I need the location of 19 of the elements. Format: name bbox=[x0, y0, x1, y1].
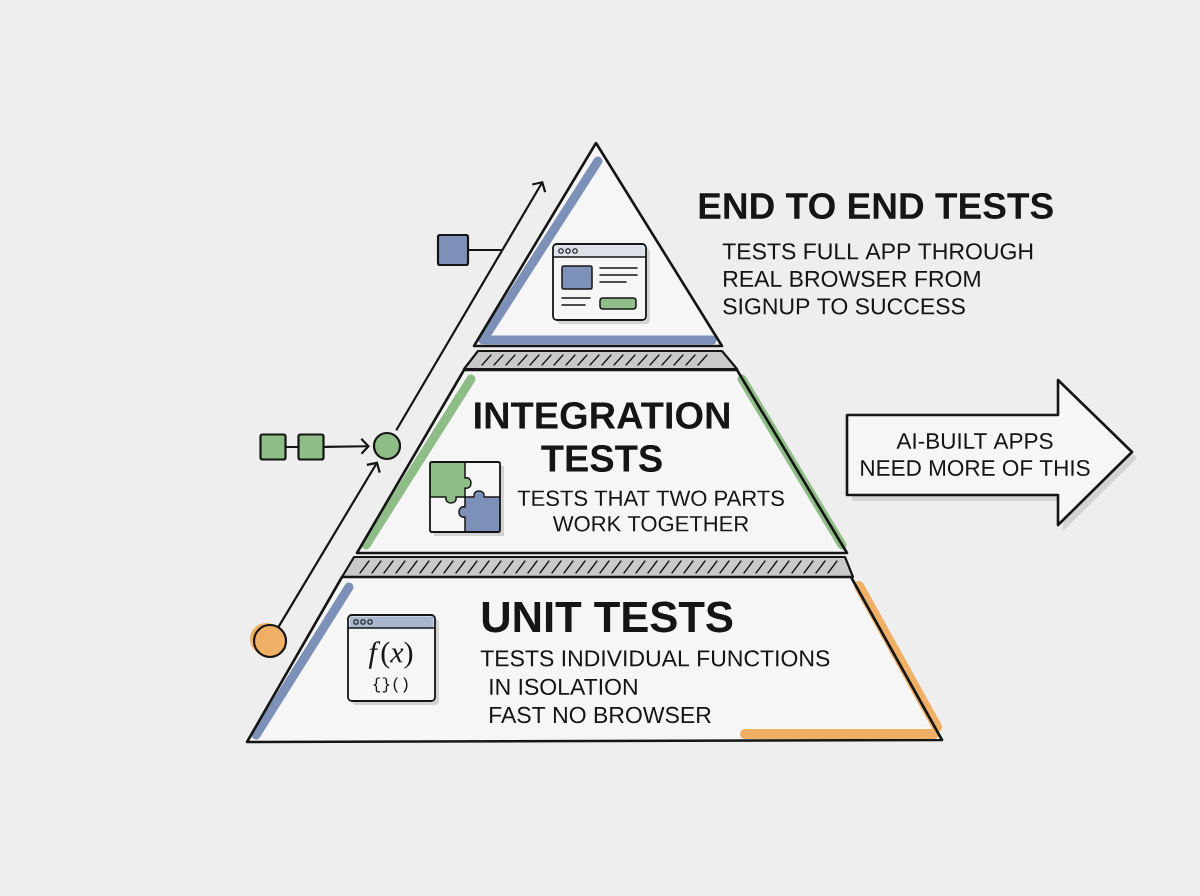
square-marker bbox=[297, 433, 325, 461]
tier-description: TESTS FULL APP THROUGH REAL BROWSER FROM SIGNUP TO SUCCESS bbox=[722, 243, 1033, 315]
tier-description: TESTS INDIVIDUAL FUNCTIONS IN ISOLATION bbox=[480, 650, 830, 695]
circle-marker bbox=[372, 431, 402, 461]
code-label: {}() bbox=[373, 677, 408, 693]
square-marker bbox=[259, 433, 287, 461]
arrow bbox=[395, 181, 547, 431]
tier-heading: UNIT TESTS bbox=[482, 601, 733, 633]
connector-line bbox=[285, 445, 299, 449]
arrow bbox=[277, 461, 381, 628]
formula-label: f(x) bbox=[368, 641, 413, 669]
tier-description: FAST NO BROWSER bbox=[490, 706, 711, 724]
tier-description: TESTS THAT TWO PARTS WORK TOGETHER bbox=[517, 490, 784, 532]
tier-heading: INTEGRATION TESTS bbox=[475, 402, 729, 472]
arrow bbox=[323, 438, 370, 455]
square-marker bbox=[436, 233, 470, 267]
connector-line bbox=[468, 248, 503, 252]
tier-heading: END TO END TESTS bbox=[699, 192, 1053, 220]
circle-marker bbox=[250, 623, 288, 659]
